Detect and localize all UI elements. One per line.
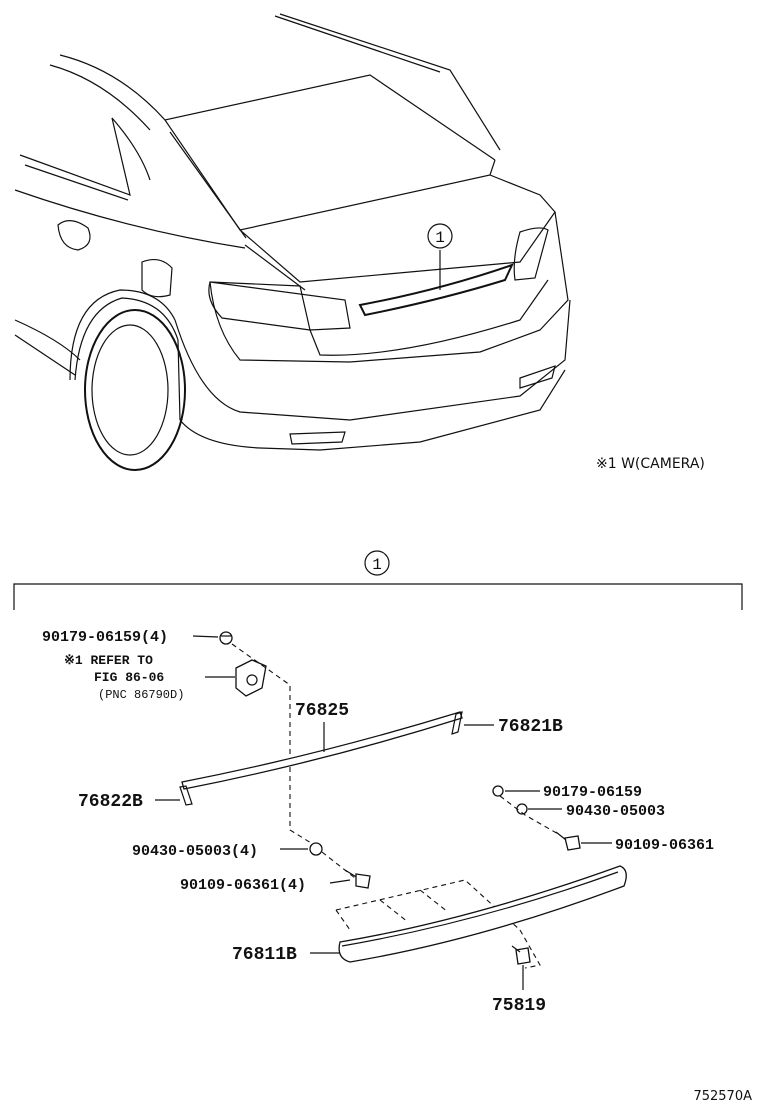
label-76825: 76825 — [295, 701, 349, 721]
label-75819: 75819 — [492, 996, 546, 1016]
clip-75819 — [511, 945, 531, 990]
label-76822b: 76822B — [78, 792, 143, 812]
camera-note: ※1 W(CAMERA) — [596, 456, 705, 472]
label-90109-06361: 90109-06361 — [615, 837, 714, 854]
label-76821b: 76821B — [498, 717, 563, 737]
group-callout-number: 1 — [372, 556, 382, 574]
ref-line-3: (PNC 86790D) — [98, 688, 184, 702]
screw-90109-left — [329, 869, 371, 889]
ref-line-1: ※1 REFER TO — [64, 653, 153, 668]
end-piece-76822b — [155, 785, 193, 806]
label-90430-05003: 90430-05003 — [566, 803, 665, 820]
clip-90179-right — [492, 785, 540, 797]
car-callout-number: 1 — [435, 229, 445, 247]
label-76811b: 76811B — [232, 945, 297, 965]
label-90109-06361-4: 90109-06361(4) — [180, 877, 306, 894]
ref-line-2: FIG 86-06 — [94, 670, 164, 685]
label-90179-06159-4: 90179-06159(4) — [42, 629, 168, 646]
washer-90430-right — [516, 803, 562, 815]
camera-reference-part — [205, 659, 267, 697]
molding-76825 — [181, 711, 463, 790]
clip-90179-left — [192, 631, 233, 645]
label-90430-05003-4: 90430-05003(4) — [132, 843, 258, 860]
figure-code: 752570A — [693, 1089, 752, 1104]
washer-90430-left — [280, 842, 323, 856]
label-90179-06159: 90179-06159 — [543, 784, 642, 801]
car-rear-illustration: 1 — [14, 13, 571, 471]
screw-90109-right — [555, 831, 612, 851]
end-piece-76821b — [451, 711, 494, 735]
garnish-76811b — [310, 865, 627, 963]
group-bracket: 1 — [13, 550, 743, 610]
